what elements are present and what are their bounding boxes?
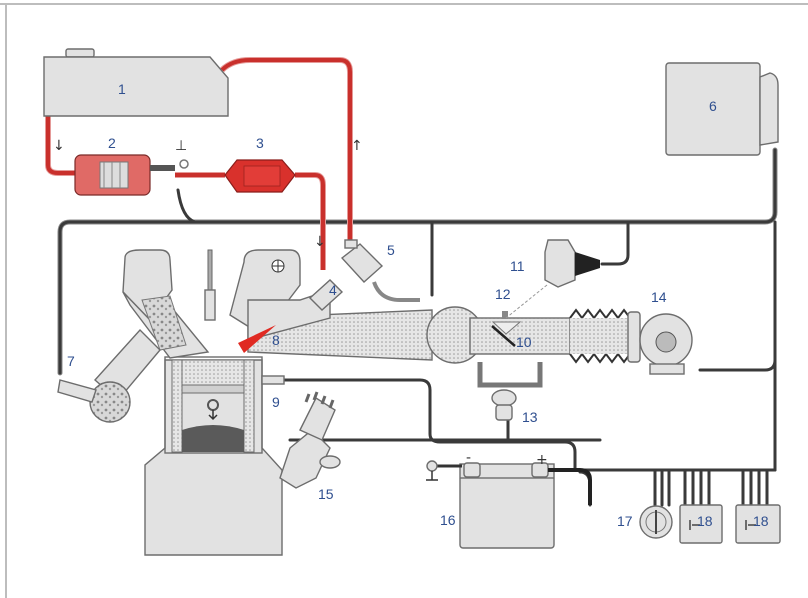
ground-symbol: ⊥ — [175, 138, 187, 154]
pressure-regulator: 5 — [340, 239, 420, 302]
callout-12: 12 — [495, 286, 511, 302]
ignition-switch: 17 — [617, 505, 673, 539]
fuel-tank: 1 — [43, 48, 229, 117]
battery-minus-terminal: - — [466, 450, 471, 466]
frame-left-border — [5, 3, 7, 598]
callout-5: 5 — [387, 242, 395, 258]
fuel-lines — [45, 57, 353, 270]
callout-14: 14 — [651, 289, 667, 305]
callout-18b: 18 — [753, 513, 769, 529]
callout-2: 2 — [108, 135, 116, 151]
cylinder-head — [122, 249, 331, 359]
frame-top-border — [0, 3, 808, 5]
flow-down-arrow-1: ↓ — [53, 138, 65, 154]
callout-10: 10 — [516, 334, 532, 350]
ignition-distributor: 15 — [279, 391, 341, 502]
battery: - + 16 — [426, 450, 592, 549]
engine-block — [144, 356, 283, 556]
flow-up-arrow: ↑ — [351, 138, 363, 154]
fuel-rail-injector-connector: 4 — [308, 279, 344, 311]
temperature-sensor: 9 — [261, 375, 285, 410]
throttle-switch: 11 — [505, 239, 600, 319]
callout-6: 6 — [709, 98, 717, 114]
air-flow-meter: 14 — [627, 289, 693, 375]
callout-17: 17 — [617, 513, 633, 529]
callout-3: 3 — [256, 135, 264, 151]
flow-down-arrow-2: ↓ — [314, 234, 326, 250]
fuel-filter: 3 — [224, 135, 296, 193]
callout-15: 15 — [318, 486, 334, 502]
callout-1: 1 — [118, 81, 126, 97]
throttle-valve: 10 — [491, 321, 532, 350]
callout-9: 9 — [272, 394, 280, 410]
callout-8: 8 — [272, 332, 280, 348]
callout-16: 16 — [440, 512, 456, 528]
injector-spray: 8 — [238, 325, 280, 353]
callout-4: 4 — [329, 282, 337, 298]
callout-13: 13 — [522, 409, 538, 425]
lambda-sensor: 7 — [57, 328, 161, 423]
control-unit: 6 — [665, 62, 779, 156]
relay-1: 18 — [679, 504, 723, 544]
idle-actuator: 13 — [491, 389, 538, 425]
throttle-stop: 12 — [495, 286, 511, 319]
battery-plus-terminal: + — [536, 452, 548, 468]
relay-2: 18 — [735, 504, 781, 544]
fuel-pump: 2 — [74, 135, 189, 196]
callout-7: 7 — [67, 353, 75, 369]
callout-18a: 18 — [697, 513, 713, 529]
callout-11: 11 — [510, 258, 525, 274]
